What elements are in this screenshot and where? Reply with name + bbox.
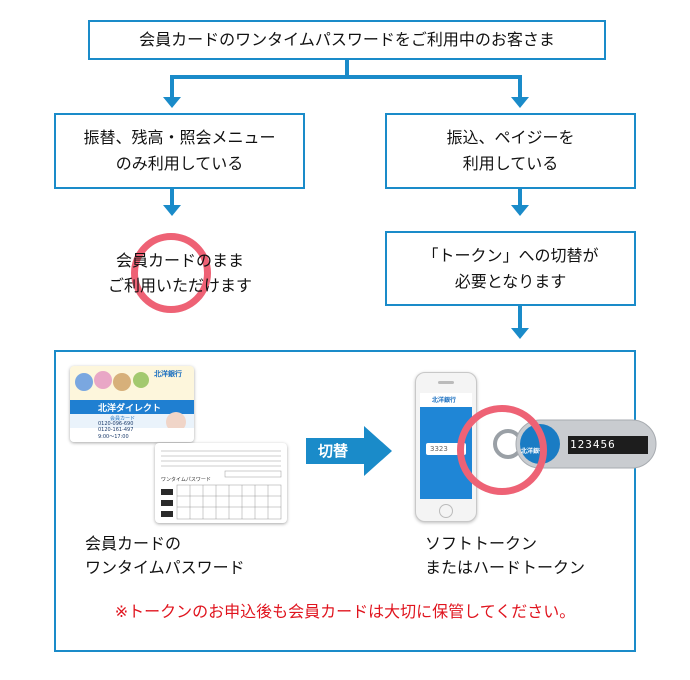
note-text: ※トークンのお申込後も会員カードは大切に保管してください。 bbox=[114, 602, 576, 621]
connector-right-2 bbox=[518, 189, 522, 207]
left-box-text: 振替、残高・照会メニュー のみ利用している bbox=[83, 128, 276, 173]
card-front-type: 会員カード bbox=[110, 416, 136, 422]
phone-speaker bbox=[438, 381, 454, 384]
card-front-phone1: 0120-096-690 bbox=[98, 421, 134, 427]
arrow-right-1 bbox=[511, 97, 529, 108]
connector-right-3 bbox=[518, 306, 522, 330]
card-front-bank: 北洋銀行 bbox=[154, 370, 182, 378]
token-label: ソフトトークン またはハードトークン bbox=[425, 534, 586, 577]
top-box: 会員カードのワンタイムパスワードをご利用中のお客さま bbox=[88, 20, 606, 60]
right-box: 振込、ペイジーを 利用している bbox=[385, 113, 636, 189]
card-back-grid bbox=[161, 450, 282, 520]
connector-left-2 bbox=[170, 189, 174, 207]
right-box-text: 振込、ペイジーを 利用している bbox=[446, 128, 575, 173]
card-label: 会員カードの ワンタイムパスワード bbox=[85, 534, 245, 577]
left-box: 振替、残高・照会メニュー のみ利用している bbox=[54, 113, 305, 189]
member-card-front: 北洋銀行 北洋ダイレクト 会員カード 0120-096-690 0120-161… bbox=[70, 366, 194, 442]
phone-code-field bbox=[426, 443, 466, 455]
card-front-art bbox=[70, 366, 194, 442]
member-card-back: ワンタイムパスワード bbox=[155, 443, 287, 523]
top-box-text: 会員カードのワンタイムパスワードをご利用中のお客さま bbox=[139, 30, 555, 49]
card-front-hours: 9:00〜17:00 bbox=[98, 434, 129, 440]
token-ring bbox=[457, 405, 547, 495]
hard-token-display: 123456 bbox=[570, 438, 616, 451]
arrow-left-2 bbox=[163, 205, 181, 216]
connector-right-drop bbox=[518, 75, 522, 99]
connector-branch bbox=[170, 75, 522, 79]
phone-home-button bbox=[439, 504, 453, 518]
right-result-text: 「トークン」への切替が 必要となります bbox=[422, 245, 599, 291]
phone-code-value: 3323 bbox=[430, 445, 448, 453]
connector-left-drop bbox=[170, 75, 174, 99]
right-result-box: 「トークン」への切替が 必要となります bbox=[385, 231, 636, 306]
arrow-right-2 bbox=[511, 205, 529, 216]
switch-arrow bbox=[306, 426, 392, 476]
connector-top-stem bbox=[345, 60, 349, 77]
left-result-ring bbox=[131, 233, 211, 313]
left-result-text: 会員カードのまま ご利用いただけます bbox=[107, 251, 252, 295]
card-front-phone2: 0120-161-497 bbox=[98, 427, 134, 433]
phone-screen-header bbox=[420, 393, 472, 407]
arrow-left-1 bbox=[163, 97, 181, 108]
arrow-right-3 bbox=[511, 328, 529, 339]
phone-screen-bank: 北洋銀行 bbox=[432, 397, 457, 404]
switch-label: 切替 bbox=[318, 442, 349, 460]
card-back-title: ワンタイムパスワード bbox=[161, 477, 211, 483]
card-front-brand: 北洋ダイレクト bbox=[98, 404, 162, 414]
